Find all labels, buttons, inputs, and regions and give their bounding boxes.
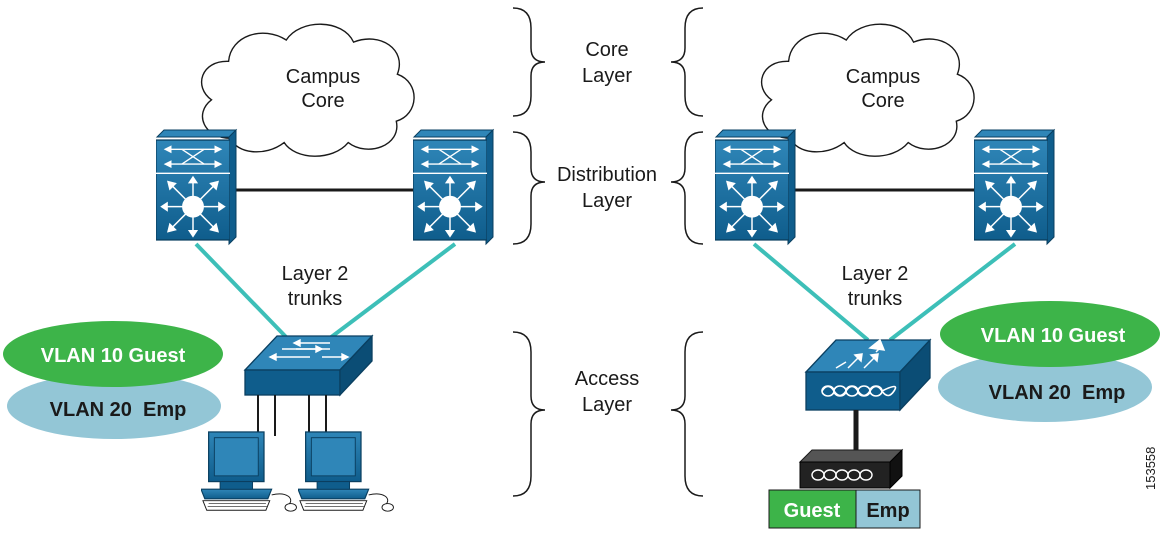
right-trunk-line-left — [752, 242, 870, 342]
switch-icon — [715, 139, 789, 241]
left-vlan-emp-label: VLAN 20 Emp — [50, 399, 187, 421]
right-cloud-label-line1: Campus — [846, 66, 920, 88]
figure-id: 153558 — [1143, 447, 1158, 490]
left-vlan-guest-ellipse — [3, 321, 223, 387]
ssid-guest-label: Guest — [784, 500, 841, 522]
left-vlan-emp-ellipse — [7, 373, 221, 439]
right-vlan-emp-ellipse — [938, 352, 1152, 422]
right-distribution-switch-2 — [973, 128, 1056, 246]
right-cloud-label-line2: Core — [861, 90, 904, 112]
core-layer-label-line2: Layer — [582, 65, 632, 87]
switch-icon — [974, 139, 1048, 241]
core-layer-label-line1: Core — [585, 39, 628, 61]
right-access-point — [798, 448, 904, 490]
right-wlan-controller — [804, 338, 932, 412]
left-cloud-label-line1: Campus — [286, 66, 360, 88]
left-trunks-label-line1: Layer 2 — [282, 263, 349, 285]
left-trunk-line-right — [328, 242, 457, 340]
ssid-emp-box — [855, 489, 921, 529]
left-vlan-guest-label: VLAN 10 Guest — [41, 345, 186, 367]
left-computer-1 — [201, 431, 298, 512]
left-access-cables — [257, 395, 327, 436]
left-computer-2 — [298, 431, 395, 512]
left-cloud-label-line2: Core — [301, 90, 344, 112]
left-access-switch — [243, 334, 374, 397]
distribution-layer-label-line1: Distribution — [557, 164, 657, 186]
access-layer-label-line1: Access — [575, 368, 639, 390]
right-vlan-emp-label: VLAN 20 Emp — [989, 382, 1126, 404]
left-distribution-switch-1 — [155, 128, 238, 246]
switch-icon — [156, 139, 230, 241]
switch-icon — [413, 139, 487, 241]
ssid-emp-label: Emp — [866, 500, 909, 522]
right-vlan-guest-label: VLAN 10 Guest — [981, 325, 1126, 347]
left-trunks-label-line2: trunks — [288, 288, 342, 310]
access-layer-label-line2: Layer — [582, 394, 632, 416]
distribution-layer-label-line2: Layer — [582, 190, 632, 212]
right-trunks-label-line1: Layer 2 — [842, 263, 909, 285]
right-trunks-label-line2: trunks — [848, 288, 902, 310]
ssid-guest-box — [768, 489, 857, 529]
left-distribution-switch-2 — [412, 128, 495, 246]
left-trunk-line-left — [194, 242, 289, 340]
layer-braces — [512, 7, 704, 497]
right-vlan-guest-ellipse — [940, 301, 1160, 367]
right-trunk-line-right — [888, 242, 1017, 342]
right-distribution-switch-1 — [714, 128, 797, 246]
